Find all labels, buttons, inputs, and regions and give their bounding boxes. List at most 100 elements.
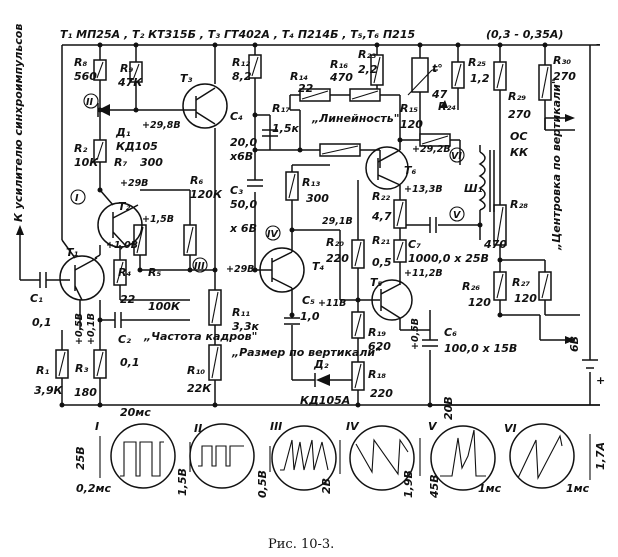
- value-R30: 270: [553, 70, 576, 83]
- value-C6: 100,0 х 15В: [444, 342, 517, 355]
- label-D2: Д₂: [313, 358, 329, 371]
- value-R12: 8,2: [232, 70, 252, 83]
- label-T1: T₁: [66, 246, 79, 259]
- label-R15: R₁₅: [400, 102, 418, 115]
- type-D2: КД105А: [300, 394, 350, 407]
- transistor-list: T₁ МП25А , T₂ КТ315Б , T₃ ГТ402А , T₄ П2…: [60, 28, 415, 41]
- value-R5: 100К: [148, 300, 181, 313]
- label-R1: R₁: [36, 364, 49, 377]
- thermistor-label: t°: [432, 62, 443, 75]
- label-R27: R₂₇: [512, 276, 530, 289]
- diodes: [97, 103, 330, 387]
- label-KK: КК: [510, 146, 529, 159]
- label-T3: T₃: [180, 72, 193, 85]
- value-C5: 1,0: [300, 310, 320, 323]
- value-R11: 3,3к: [232, 320, 259, 333]
- voltage-7: +29В: [226, 264, 254, 275]
- label-R8: R₈: [74, 56, 87, 69]
- wave-V-amp: 45В: [428, 474, 441, 499]
- label-R25: R₂₅: [468, 56, 486, 69]
- value-R28: 470: [483, 238, 507, 251]
- voltage-12: +11,2В: [404, 268, 443, 279]
- arrows: [16, 100, 575, 344]
- point-III-label: III: [194, 261, 205, 272]
- label-R5: R₅: [148, 266, 161, 279]
- label-T4: T₄: [312, 260, 325, 273]
- voltage-5: +0,5В: [74, 313, 85, 345]
- label-R3: R₃: [75, 362, 88, 375]
- label-C3: C₃: [230, 184, 243, 197]
- label-T6: T₆: [404, 164, 417, 177]
- capacitors: [39, 129, 598, 369]
- voltage-9: +29,2В: [412, 144, 451, 155]
- label-T2: T₂: [118, 200, 131, 213]
- value-R22: 4,7: [371, 210, 392, 223]
- deflection-coil: [478, 150, 495, 212]
- wave-VI-amp: 1,7А: [594, 442, 607, 470]
- voltage-4: +1,0В: [106, 240, 138, 251]
- label-R4: R₄: [118, 266, 131, 279]
- label-R26: R₂₆: [462, 280, 480, 293]
- value-R16: 470: [329, 71, 353, 84]
- value-R17: 1,5к: [272, 122, 299, 135]
- voltage-13: +0,5В: [410, 318, 421, 350]
- value-R25: 1,2: [470, 72, 490, 85]
- label-T5: T₅: [370, 276, 383, 289]
- point-II-label: II: [86, 97, 94, 108]
- label-R30: R₃₀: [553, 54, 571, 67]
- voltage-8: 29,1В: [322, 216, 353, 227]
- resistors: [55, 54, 552, 391]
- plus-terminal-label: +: [596, 374, 605, 387]
- point-V-label: V: [453, 210, 461, 221]
- label-C5: C₅: [302, 294, 315, 307]
- label-R9: R₉: [120, 62, 133, 75]
- sync-amp-label: К усилителю синхроимпульсов: [12, 24, 25, 222]
- voltage-1: +29,8В: [142, 120, 181, 131]
- label-R16: R₁₆: [330, 58, 348, 71]
- wave-VI-time: 1мс: [566, 482, 590, 495]
- value-R1: 3,9К: [34, 384, 63, 397]
- wave-III-amp: 0,5В: [256, 470, 269, 498]
- frequency-label: „Частота кадров": [143, 330, 257, 343]
- linearity-label: „Линейность": [311, 112, 399, 125]
- wave-VI-label: VI: [504, 422, 517, 435]
- component-labels: R₈ 560 R₉ 47К T₃ R₁₂ 8,2 R₁₄ 22 R₁₆ 470 …: [30, 48, 581, 407]
- label-R29: R₂₉: [508, 90, 526, 103]
- label-R7: R₇: [114, 156, 127, 169]
- value-R18: 220: [370, 387, 393, 400]
- label-D1: Д₁: [115, 126, 131, 139]
- value-R23: 2,2: [358, 63, 378, 76]
- value-R29: 270: [508, 108, 531, 121]
- value-R27: 120: [514, 292, 537, 305]
- wave-I-amp: 25В: [74, 446, 87, 470]
- value-R19: 620: [368, 340, 391, 353]
- label-R2: R₂: [74, 142, 87, 155]
- label-C2: C₂: [118, 333, 131, 346]
- wave-II-label: II: [194, 422, 202, 435]
- value-R20: 220: [326, 252, 349, 265]
- centering-label: „Центровка по вертикали": [550, 78, 563, 251]
- label-R6: R₆: [190, 174, 203, 187]
- type-D1: КД105: [116, 140, 158, 153]
- volt-C4: х6В: [229, 150, 253, 163]
- junctions: [59, 42, 548, 408]
- wave-III-label: III: [270, 420, 282, 433]
- value-R3: 180: [74, 386, 97, 399]
- voltage-10: +13,3В: [404, 184, 443, 195]
- label-R24: R₂₄: [438, 100, 456, 113]
- transistors: [59, 83, 413, 321]
- label-Sh1: Ш₁: [464, 182, 483, 195]
- point-VI-label: VI: [451, 151, 462, 162]
- value-R13: 300: [306, 192, 329, 205]
- voltage-3: +1,5В: [142, 214, 174, 225]
- label-R17: R₁₇: [272, 102, 290, 115]
- value-R9: 47К: [117, 76, 143, 89]
- label-R10: R₁₀: [187, 364, 205, 377]
- test-points: [70, 93, 465, 273]
- label-OS: ОС: [510, 130, 527, 143]
- value-R14: 22: [298, 82, 314, 95]
- wave-V-peak: 20В: [442, 396, 455, 420]
- point-IV-label: IV: [267, 229, 279, 240]
- value-C7: 1000,0 х 25В: [408, 252, 489, 265]
- label-R11: R₁₁: [232, 306, 250, 319]
